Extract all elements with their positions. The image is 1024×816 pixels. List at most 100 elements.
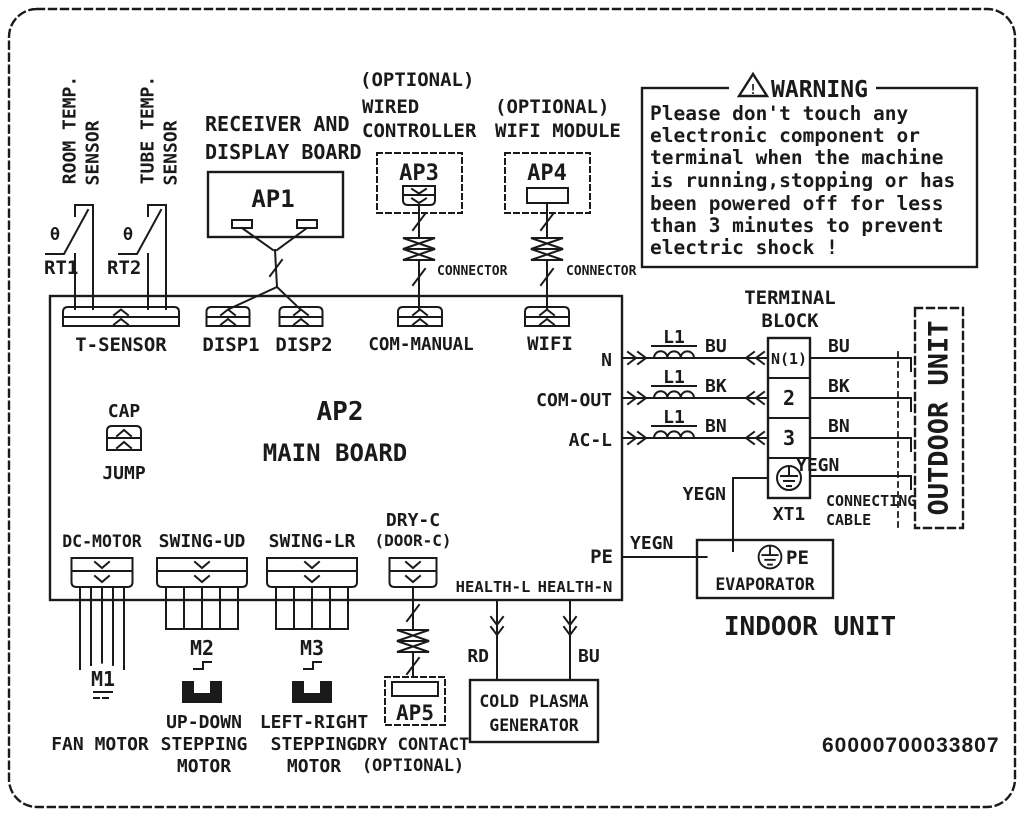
port-swing-lr: SWING-LR bbox=[269, 531, 356, 552]
m3-motor-icon bbox=[287, 631, 337, 681]
port-door-c: (DOOR-C) bbox=[374, 531, 451, 550]
warning-line: electric shock ! bbox=[650, 236, 838, 259]
outdoor-unit-box bbox=[913, 306, 965, 530]
thermistor-slope-icon bbox=[118, 208, 163, 255]
connecting-cable-line2: CABLE bbox=[826, 511, 871, 529]
step-symbol-icon bbox=[193, 661, 212, 670]
out-wire-bk: BK bbox=[828, 376, 850, 397]
receiver-title-line2: DISPLAY BOARD bbox=[205, 140, 362, 164]
lr-motor-line3: MOTOR bbox=[287, 756, 341, 777]
rt2-name-line1: TUBE TEMP. bbox=[138, 76, 159, 184]
outdoor-unit-label: OUTDOOR UNIT bbox=[924, 320, 955, 515]
stepper-bracket-icon bbox=[182, 681, 222, 703]
rt1-label: RT1 bbox=[44, 257, 78, 279]
dry-c-connector-icon bbox=[388, 557, 438, 588]
main-board-ref: AP2 bbox=[317, 397, 364, 427]
dc-motor-connector-icon bbox=[70, 557, 134, 588]
choke-l1: L1 bbox=[663, 407, 685, 428]
rt2-name-line2: SENSOR bbox=[161, 120, 182, 185]
fan-motor-label: FAN MOTOR bbox=[51, 734, 149, 755]
port-com-out: COM-OUT bbox=[536, 390, 612, 411]
choke-l1: L1 bbox=[663, 327, 685, 348]
evaporator-terminal-icon bbox=[728, 552, 738, 562]
outdoor-wiring bbox=[732, 351, 912, 552]
disp1-connector-icon bbox=[205, 306, 251, 327]
plasma-line1: COLD PLASMA bbox=[479, 692, 588, 711]
lr-motor-line2: STEPPING bbox=[271, 734, 358, 755]
wifi-title: WIFI MODULE bbox=[495, 120, 621, 142]
room-temp-sensor bbox=[45, 204, 94, 310]
wifi-connector-icon bbox=[524, 306, 570, 327]
disp2-connector-icon bbox=[278, 306, 324, 327]
lr-motor-wiring bbox=[275, 586, 349, 703]
warning-triangle-icon bbox=[736, 71, 770, 98]
port-swing-ud: SWING-UD bbox=[159, 531, 246, 552]
port-disp1: DISP1 bbox=[202, 334, 259, 356]
evaporator-pe-label: PE bbox=[786, 547, 809, 569]
m1-motor-icon bbox=[81, 663, 125, 707]
fan-motor-wiring bbox=[79, 586, 125, 707]
wired-title1: WIRED bbox=[362, 96, 419, 118]
dry-contact-line2: (OPTIONAL) bbox=[362, 756, 464, 776]
power-wiring bbox=[621, 345, 769, 445]
wire-bk: BK bbox=[705, 376, 727, 397]
m2-ref: M2 bbox=[190, 636, 214, 660]
dry-contact-line1: DRY CONTACT bbox=[357, 735, 470, 755]
m3-ref: M3 bbox=[300, 636, 324, 660]
ground-yegn-label: YEGN bbox=[683, 484, 726, 505]
out-wire-bu: BU bbox=[828, 336, 850, 357]
choke-l1: L1 bbox=[663, 367, 685, 388]
warning-box bbox=[640, 71, 979, 269]
ud-motor-line3: MOTOR bbox=[177, 756, 231, 777]
ap4-connector-label: CONNECTOR bbox=[566, 264, 637, 279]
indoor-unit-label: INDOOR UNIT bbox=[724, 612, 896, 642]
warning-line: electronic component or bbox=[650, 124, 920, 147]
port-t-sensor: T-SENSOR bbox=[75, 334, 167, 356]
rt1-name-line1: ROOM TEMP. bbox=[60, 76, 81, 184]
lr-motor-line1: LEFT-RIGHT bbox=[260, 712, 369, 733]
step-symbol-icon bbox=[303, 661, 322, 670]
wire-bn: BN bbox=[705, 416, 727, 437]
m2-motor-icon bbox=[177, 631, 227, 681]
m1-ref: M1 bbox=[91, 667, 115, 691]
plasma-wiring bbox=[468, 599, 600, 744]
ap3-connector-label: CONNECTOR bbox=[437, 264, 508, 279]
port-disp2: DISP2 bbox=[275, 334, 332, 356]
warning-line: is running,stopping or has bbox=[650, 169, 955, 192]
rt2-label: RT2 bbox=[107, 257, 141, 279]
main-board-outline bbox=[48, 294, 624, 602]
t-sensor-connector-icon bbox=[62, 306, 180, 327]
evaporator-box bbox=[695, 538, 835, 600]
rt2-theta: θ bbox=[123, 225, 133, 245]
wired-title2: CONTROLLER bbox=[362, 120, 477, 142]
swing-ud-connector-icon bbox=[156, 557, 248, 588]
ap1-board bbox=[206, 170, 345, 311]
cap-jump-connector-icon bbox=[106, 425, 142, 451]
thermistor-slope-icon bbox=[45, 208, 90, 255]
ap4-module bbox=[504, 152, 591, 310]
port-dry-c: DRY-C bbox=[386, 510, 440, 531]
tube-temp-sensor bbox=[118, 204, 167, 310]
rt1-theta: θ bbox=[50, 225, 60, 245]
warning-title: WARNING bbox=[771, 77, 868, 103]
wire-bu: BU bbox=[705, 336, 727, 357]
terminal-block-title2: BLOCK bbox=[761, 310, 819, 332]
ud-motor-line2: STEPPING bbox=[161, 734, 248, 755]
warning-line: than 3 minutes to prevent bbox=[650, 214, 944, 237]
port-n: N bbox=[601, 350, 612, 371]
ap3-connector-icon bbox=[402, 185, 436, 206]
swing-lr-connector-icon bbox=[266, 557, 358, 588]
warning-line: terminal when the machine bbox=[650, 146, 944, 169]
port-ac-l: AC-L bbox=[569, 430, 613, 451]
port-dc-motor: DC-MOTOR bbox=[62, 532, 142, 551]
ap5-connector-icon bbox=[391, 681, 439, 697]
port-wifi: WIFI bbox=[527, 333, 573, 355]
plasma-wire-rd: RD bbox=[467, 646, 489, 667]
connecting-cable-line1: CONNECTING bbox=[826, 492, 916, 510]
page-border bbox=[7, 7, 1017, 809]
wired-optional: (OPTIONAL) bbox=[360, 69, 474, 91]
plasma-line2: GENERATOR bbox=[489, 716, 578, 735]
xt1-label: XT1 bbox=[773, 504, 806, 525]
warning-bang: ! bbox=[749, 83, 757, 98]
